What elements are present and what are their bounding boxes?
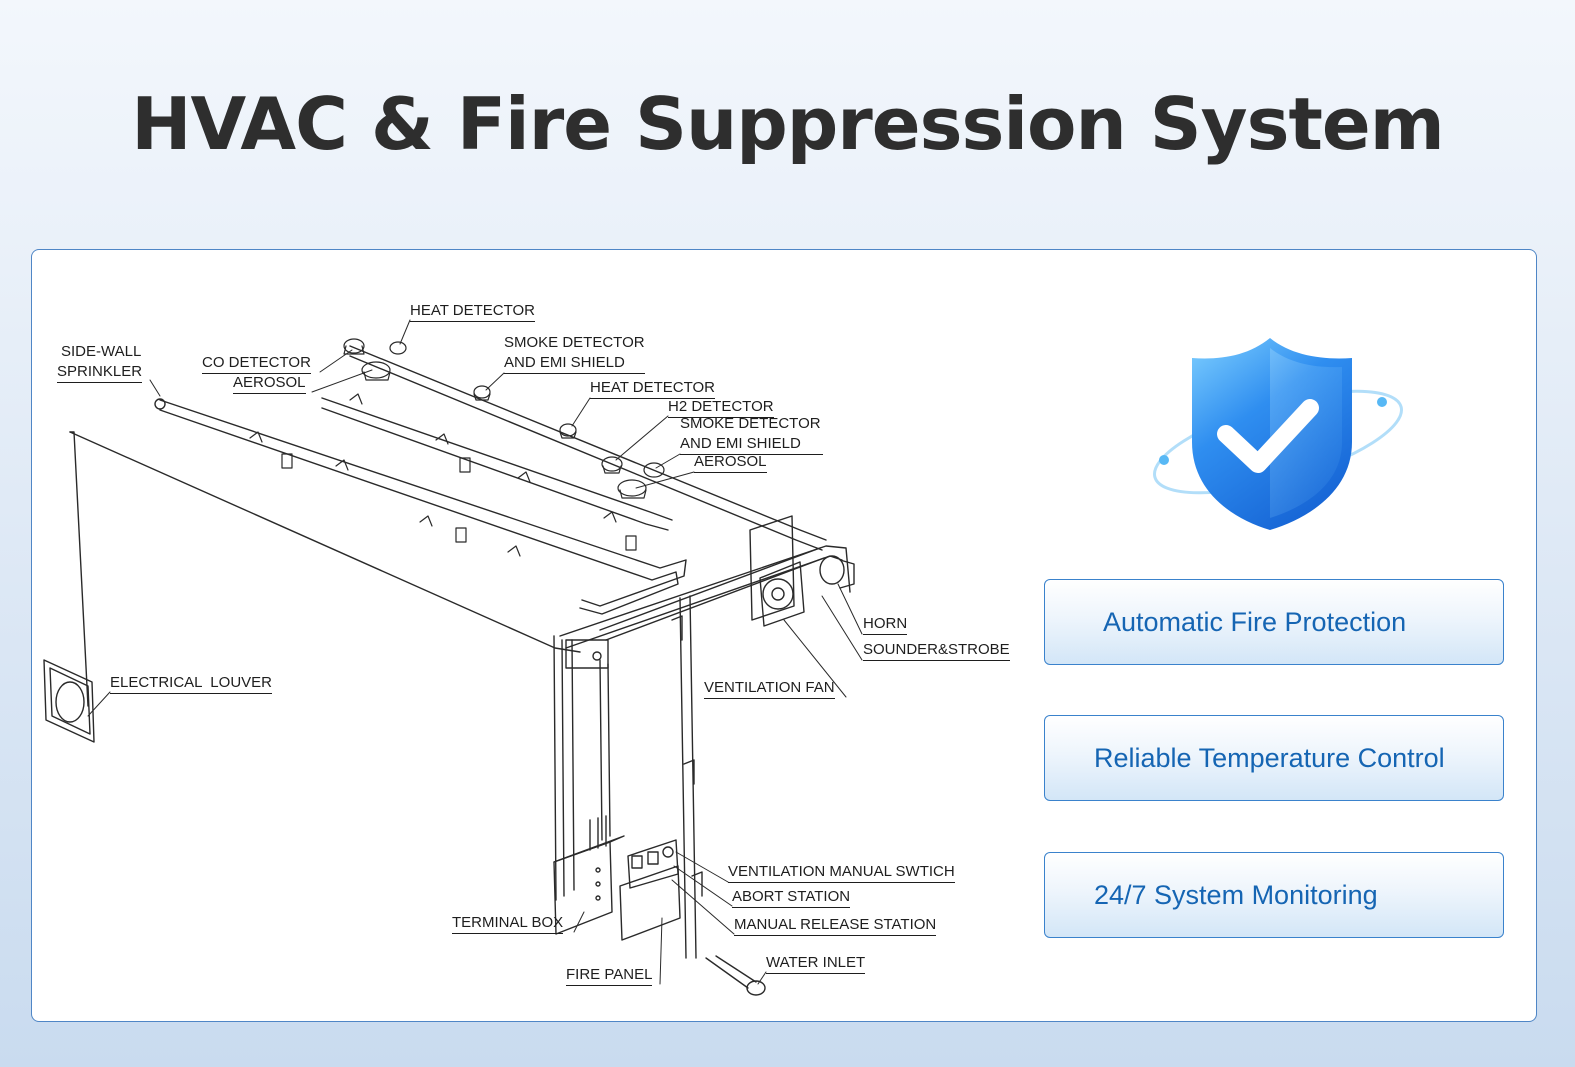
horn-label: HORN	[863, 614, 908, 635]
terminal-box-label: TERMINAL BOX	[452, 913, 564, 934]
abort-station-label: ABORT STATION	[732, 887, 851, 908]
fire-panel-label: FIRE PANEL	[566, 965, 653, 986]
smoke-detector-label-1b: AND EMI SHIELD	[504, 353, 645, 374]
water-inlet-label: WATER INLET	[766, 953, 866, 974]
fire-panel-shape	[619, 839, 681, 941]
h2-detector-label: H2 DETECTOR	[668, 397, 774, 418]
smoke-detector-label-2b: AND EMI SHIELD	[680, 434, 823, 455]
sounder-strobe-label: SOUNDER&STROBE	[863, 640, 1010, 661]
heat-detector-label-1: HEAT DETECTOR	[410, 301, 536, 322]
page-title: HVAC & Fire Suppression System	[131, 82, 1444, 166]
side-wall-sprinkler-label-1: SIDE-WALL	[61, 343, 142, 360]
feature-label: 24/7 System Monitoring	[1094, 879, 1378, 910]
heat-detector-label-2: HEAT DETECTOR	[590, 378, 716, 399]
ventilation-fan-label: VENTILATION FAN	[704, 678, 835, 699]
louver-wire	[69, 431, 89, 707]
water-inlet-shape	[746, 980, 766, 996]
smoke-detector-label-2a: SMOKE DETECTOR	[680, 415, 821, 432]
side-wall-sprinkler-label-2: SPRINKLER	[57, 362, 143, 383]
ventilation-switch-label: VENTILATION MANUAL SWTICH	[728, 862, 955, 883]
smoke-detector-label-1a: SMOKE DETECTOR	[504, 334, 645, 351]
feature-label: Automatic Fire Protection	[1103, 606, 1407, 637]
co-detector-label: CO DETECTOR	[202, 353, 311, 374]
electrical-louver-label: ELECTRICAL LOUVER	[110, 673, 272, 694]
horn-shape	[819, 555, 845, 585]
electrical-louver-shape	[43, 659, 95, 743]
feature-reliable-temperature-control[interactable]: Reliable Temperature Control	[1044, 715, 1504, 801]
detector-devices	[343, 338, 665, 499]
terminal-box-shape	[553, 815, 625, 935]
feature-system-monitoring[interactable]: 24/7 System Monitoring	[1044, 852, 1504, 938]
feature-automatic-fire-protection[interactable]: Automatic Fire Protection	[1044, 579, 1504, 665]
feature-label: Reliable Temperature Control	[1094, 742, 1445, 773]
aerosol-label-1: AEROSOL	[233, 373, 306, 394]
shield-check-icon	[1120, 330, 1420, 550]
ventilation-fan-shape	[749, 515, 805, 627]
aerosol-label-2: AEROSOL	[694, 452, 767, 473]
manual-release-label: MANUAL RELEASE STATION	[734, 915, 937, 936]
